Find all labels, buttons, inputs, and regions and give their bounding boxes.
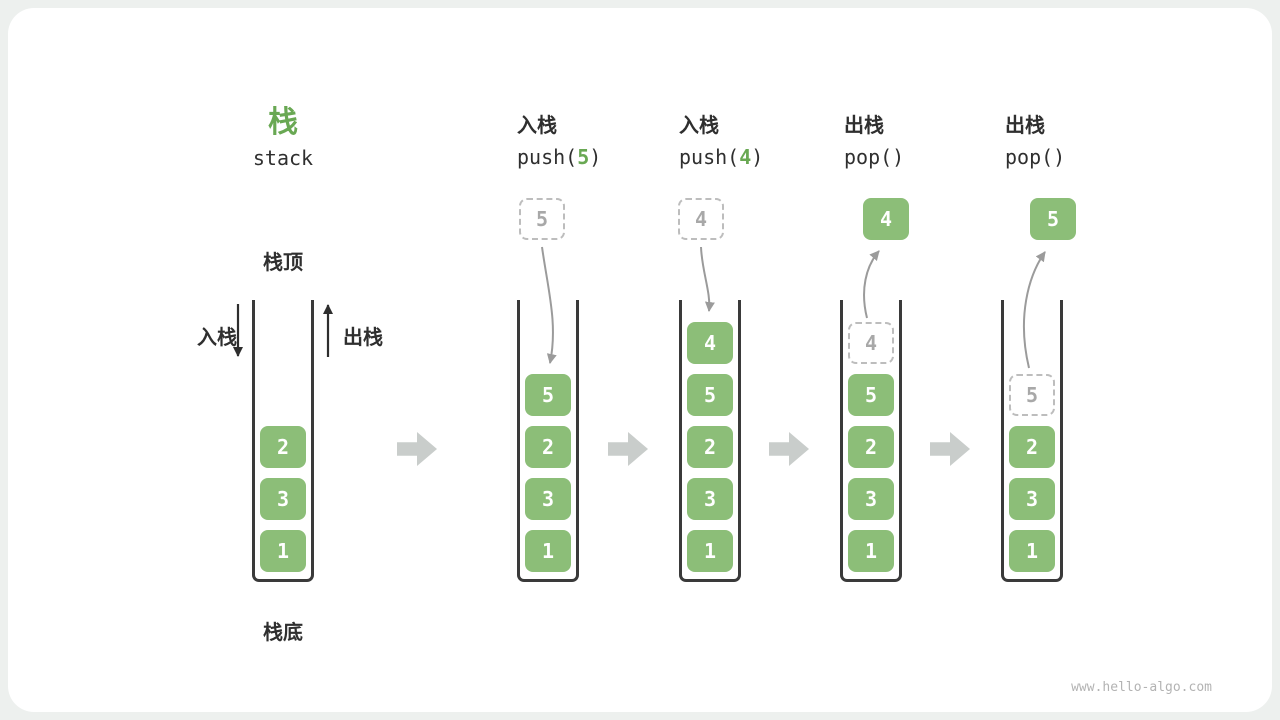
step1-op-label: 入栈 [517,115,557,137]
stack-cell: 2 [525,426,571,468]
step4-code-close: ) [1053,145,1066,169]
step3-code-fn: pop( [844,145,893,169]
stack-cell: 3 [525,478,571,520]
ghost-cell: 5 [1009,374,1055,416]
step1-code-arg: 5 [577,145,590,169]
stack-cell: 3 [687,478,733,520]
watermark: www.hello-algo.com [1071,680,1212,695]
popped-value-box: 4 [863,198,909,240]
pop-arrow-label: 出栈 [343,327,383,349]
stack-cell: 2 [848,426,894,468]
incoming-value-box: 4 [678,198,724,240]
step3-op-label: 出栈 [844,115,884,137]
stack-cell: 1 [260,530,306,572]
diagram-card [8,8,1272,712]
step2-code-fn: push( [679,145,740,169]
stack-cell: 2 [260,426,306,468]
popped-value-box: 5 [1030,198,1076,240]
stack-cell: 3 [1009,478,1055,520]
step3-code-close: ) [892,145,905,169]
ghost-cell: 4 [848,322,894,364]
stack-cell: 1 [525,530,571,572]
stack-cell: 3 [848,478,894,520]
stack-cell: 1 [848,530,894,572]
stack-cell: 5 [848,374,894,416]
step1-code: push(5) [517,145,601,169]
stack-bottom-label: 栈底 [263,622,303,644]
stack-top-label: 栈顶 [263,252,303,274]
stack-cell: 1 [687,530,733,572]
stack-cell: 2 [1009,426,1055,468]
stack-cell: 5 [525,374,571,416]
step2-code-close: ) [751,145,764,169]
stack-cell: 1 [1009,530,1055,572]
step4-code-fn: pop( [1005,145,1054,169]
push-arrow-label: 入栈 [197,327,237,349]
step2-code: push(4) [679,145,763,169]
stack-cell: 5 [687,374,733,416]
diagram-title: 栈 [268,106,298,139]
step1-code-fn: push( [517,145,578,169]
stack-cell: 4 [687,322,733,364]
step4-code: pop() [1005,145,1065,169]
incoming-value-box: 5 [519,198,565,240]
stack-cell: 2 [687,426,733,468]
step1-code-close: ) [589,145,602,169]
step2-code-arg: 4 [739,145,752,169]
step2-op-label: 入栈 [679,115,719,137]
diagram-subtitle: stack [252,146,314,170]
stack-cell: 3 [260,478,306,520]
step4-op-label: 出栈 [1005,115,1045,137]
step3-code: pop() [844,145,904,169]
